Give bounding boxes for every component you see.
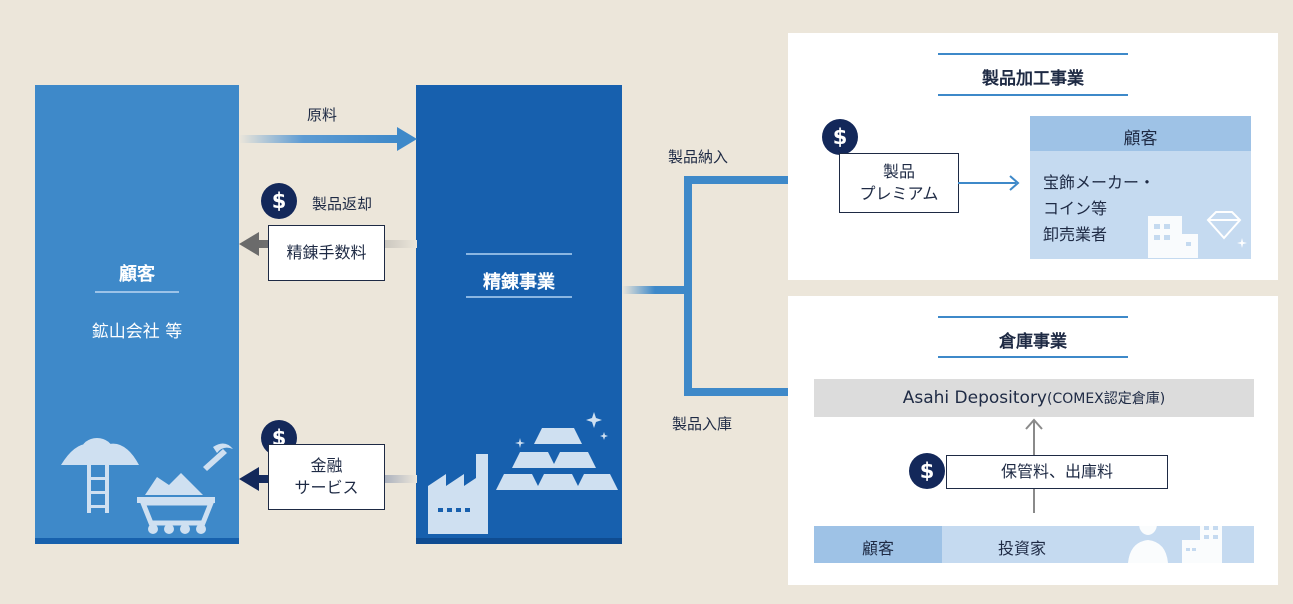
- warehouse-customer-label: 顧客: [861, 539, 894, 558]
- refining-fee-box: 精錬手数料: [268, 225, 385, 281]
- product-processing-panel: 製品加工事業 $ 製品 プレミアム 顧客 宝飾メーカー・ コイン等 卸売業者: [788, 33, 1278, 280]
- refining-title-rule-bottom: [466, 296, 572, 298]
- customer-column: 顧客 鉱山会社 等: [35, 85, 239, 544]
- premium-line2: プレミアム: [859, 184, 939, 203]
- dollar-badge-refining-fee: $: [261, 183, 297, 219]
- storage-fee-box: 保管料、出庫料: [946, 455, 1168, 489]
- processing-customer-line1: 宝飾メーカー・: [1043, 173, 1156, 192]
- dollar-badge-storage: $: [909, 453, 945, 489]
- depository-name: Asahi Depository: [902, 388, 1047, 408]
- depository-bar: Asahi Depository(COMEX認定倉庫): [814, 379, 1254, 417]
- customer-column-title: 顧客: [119, 264, 155, 285]
- product-return-label: 製品返却: [312, 195, 373, 213]
- depository-note: (COMEX認定倉庫): [1047, 391, 1166, 407]
- warehouse-title-rule-top: [938, 316, 1128, 318]
- finance-service-box: 金融 サービス: [268, 444, 385, 510]
- product-delivery-label: 製品納入: [668, 148, 729, 166]
- mining-icon: [61, 438, 233, 534]
- raw-material-arrow: [239, 127, 417, 151]
- warehouse-panel: 倉庫事業 Asahi Depository(COMEX認定倉庫) $ 保管料、出…: [788, 296, 1278, 585]
- warehouse-investor-label: 投資家: [998, 539, 1047, 558]
- processing-title-rule-bottom: [938, 94, 1128, 96]
- warehouse-customer-label-cell: 顧客: [814, 526, 942, 563]
- investor-icon: [1128, 513, 1222, 563]
- warehouse-panel-title: 倉庫事業: [999, 332, 1067, 352]
- refining-column: 精錬事業: [416, 85, 622, 544]
- customer-column-subtitle: 鉱山会社 等: [91, 322, 183, 342]
- warehouse-title-rule-bottom: [938, 356, 1128, 358]
- processing-panel-title: 製品加工事業: [982, 69, 1084, 89]
- jewelry-shop-icon: [1148, 211, 1247, 258]
- finance-service-line1: 金融: [310, 456, 343, 476]
- processing-title-rule-top: [938, 53, 1128, 55]
- premium-to-customer-arrow: [958, 175, 1020, 191]
- depository-label: Asahi Depository(COMEX認定倉庫): [814, 388, 1254, 408]
- finance-service-line2: サービス: [294, 478, 359, 497]
- premium-box: 製品 プレミアム: [839, 153, 959, 213]
- dollar-badge-premium: $: [822, 119, 858, 155]
- raw-material-label: 原料: [307, 106, 338, 124]
- product-storage-label: 製品入庫: [672, 415, 733, 433]
- premium-line1: 製品: [882, 162, 915, 182]
- processing-customer-header: [1030, 116, 1251, 151]
- refining-title-rule-top: [466, 253, 572, 255]
- factory-gold-bars-icon: [428, 412, 618, 534]
- processing-customer-title: 顧客: [1123, 129, 1158, 149]
- processing-customer-line2: コイン等: [1043, 199, 1108, 218]
- customer-column-rule: [95, 291, 179, 293]
- processing-customer-line3: 卸売業者: [1043, 225, 1108, 244]
- refining-column-title: 精錬事業: [483, 272, 555, 293]
- processing-customer-box: 顧客 宝飾メーカー・ コイン等 卸売業者: [1030, 116, 1251, 259]
